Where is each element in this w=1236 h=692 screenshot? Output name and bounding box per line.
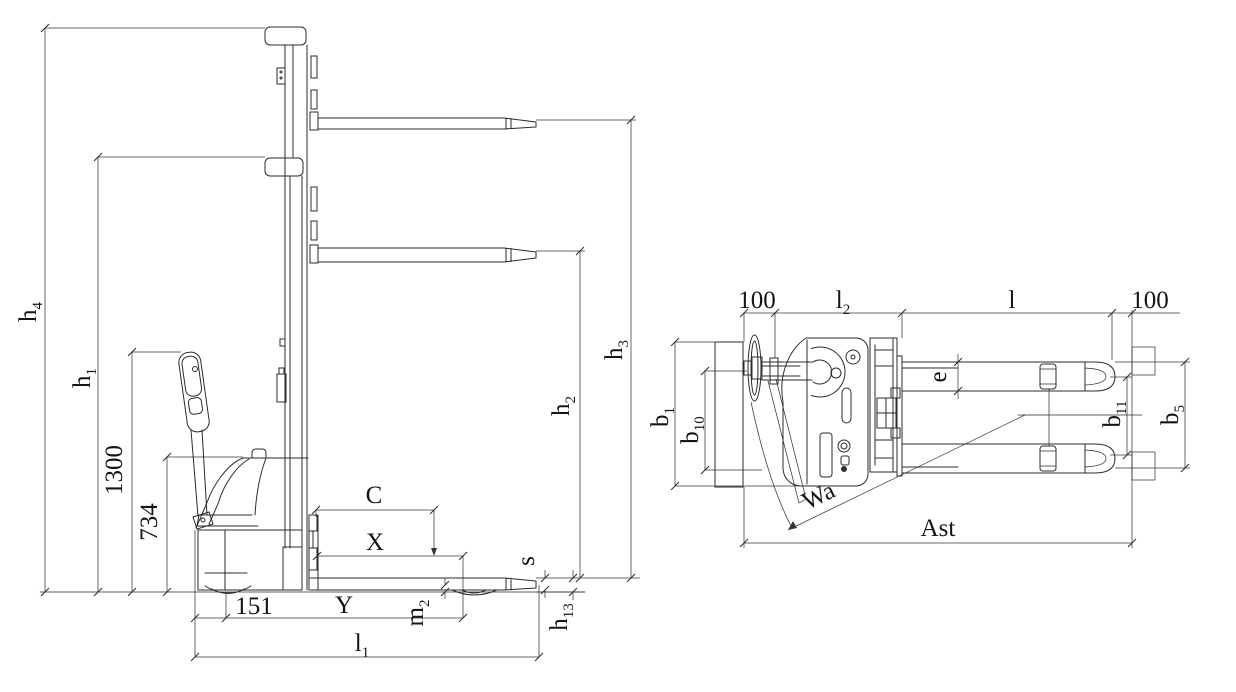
control-panel: [819, 432, 833, 478]
dim-label-s: s: [513, 556, 540, 566]
dim-label-b5: b5: [1157, 405, 1188, 425]
tiller: [178, 351, 214, 530]
chassis-slot: [841, 387, 852, 424]
steering-wheel: [747, 334, 762, 402]
load-wheel-lower: [1039, 445, 1057, 472]
drive-wheel: [204, 585, 252, 594]
indicator-dot: [841, 466, 847, 472]
dim-label-h4: h4: [15, 302, 46, 323]
dim-label-l1: l1: [355, 630, 369, 661]
truck-body: [195, 448, 309, 594]
aisle-walls: [714, 309, 1156, 498]
mast-clip-small: [279, 338, 286, 347]
dim-label-151: 151: [235, 593, 273, 620]
load-center-arrow: [431, 548, 437, 556]
tiller-swung-phantom: [767, 378, 807, 504]
fork-upper-plan: [901, 361, 1116, 392]
fork-lower-plan: [901, 443, 1116, 474]
dim-label-e: e: [925, 371, 952, 382]
emergency-button: [837, 439, 851, 453]
turning-radius-arrow: [788, 521, 797, 530]
dim-label-X: X: [366, 529, 384, 556]
body-front-curve: [195, 457, 244, 529]
dim-label-1300: 1300: [101, 445, 128, 495]
fork-lowered: [309, 577, 537, 596]
fork-raised-middle: [317, 247, 537, 263]
tiller-swing-arc: [750, 401, 793, 529]
dim-label-b11: b11: [1099, 401, 1130, 428]
chassis-plan: [781, 337, 869, 487]
mast-second-cap: [264, 157, 304, 177]
dim-label-Y: Y: [335, 592, 353, 619]
dim-label-m2: m2: [402, 600, 433, 627]
mast-rails: [284, 44, 308, 549]
tiller-arm: [190, 429, 208, 517]
load-wheel-upper: [1039, 363, 1057, 390]
mast: [264, 26, 319, 591]
dim-label-C: C: [366, 482, 383, 509]
fork-raised-top: [317, 117, 537, 130]
dim-label-l: l: [1009, 287, 1016, 314]
load-roller: [451, 589, 498, 596]
chassis-outline: [781, 337, 869, 487]
top-view-dimension-lines: [674, 312, 1190, 548]
dim-label-100-right: 100: [1131, 287, 1169, 314]
tiller-pivot: [192, 511, 214, 530]
top-view: 100 l2 l 100 e b1 b10 b11 b5 Wa Ast: [647, 287, 1190, 548]
fork-centerline: [1017, 388, 1143, 447]
body-knob: [249, 448, 269, 459]
tiller-head: [178, 351, 210, 433]
fork-carriage-plan: [869, 337, 903, 477]
side-view: h4 h1 1300 734 C X s m2 151 Y l1 h13 h2 …: [15, 23, 640, 662]
side-view-dimension-lines: [44, 27, 640, 658]
right-wall-upper: [1131, 346, 1156, 376]
fork-mount-plate: [896, 355, 903, 477]
dim-label-b1: b1: [647, 407, 678, 427]
right-wall-lower: [1131, 451, 1156, 481]
charge-port: [840, 455, 850, 466]
tiller-shaft: [761, 361, 813, 381]
dim-label-Ast: Ast: [921, 515, 956, 542]
left-wall: [714, 341, 744, 488]
dim-label-b10: b10: [677, 416, 708, 444]
dim-label-h1: h1: [69, 368, 100, 388]
dim-label-100-left: 100: [738, 287, 776, 314]
dim-label-734: 734: [136, 503, 163, 541]
dim-label-l2: l2: [836, 287, 850, 318]
tiller-plan: [743, 334, 813, 504]
dim-label-h2: h2: [548, 396, 579, 416]
mast-clip-upper: [276, 67, 286, 85]
dim-label-h3: h3: [601, 340, 632, 360]
dim-label-h13: h13: [546, 603, 577, 631]
battery-box: [197, 529, 303, 591]
steering-head: [811, 346, 846, 398]
